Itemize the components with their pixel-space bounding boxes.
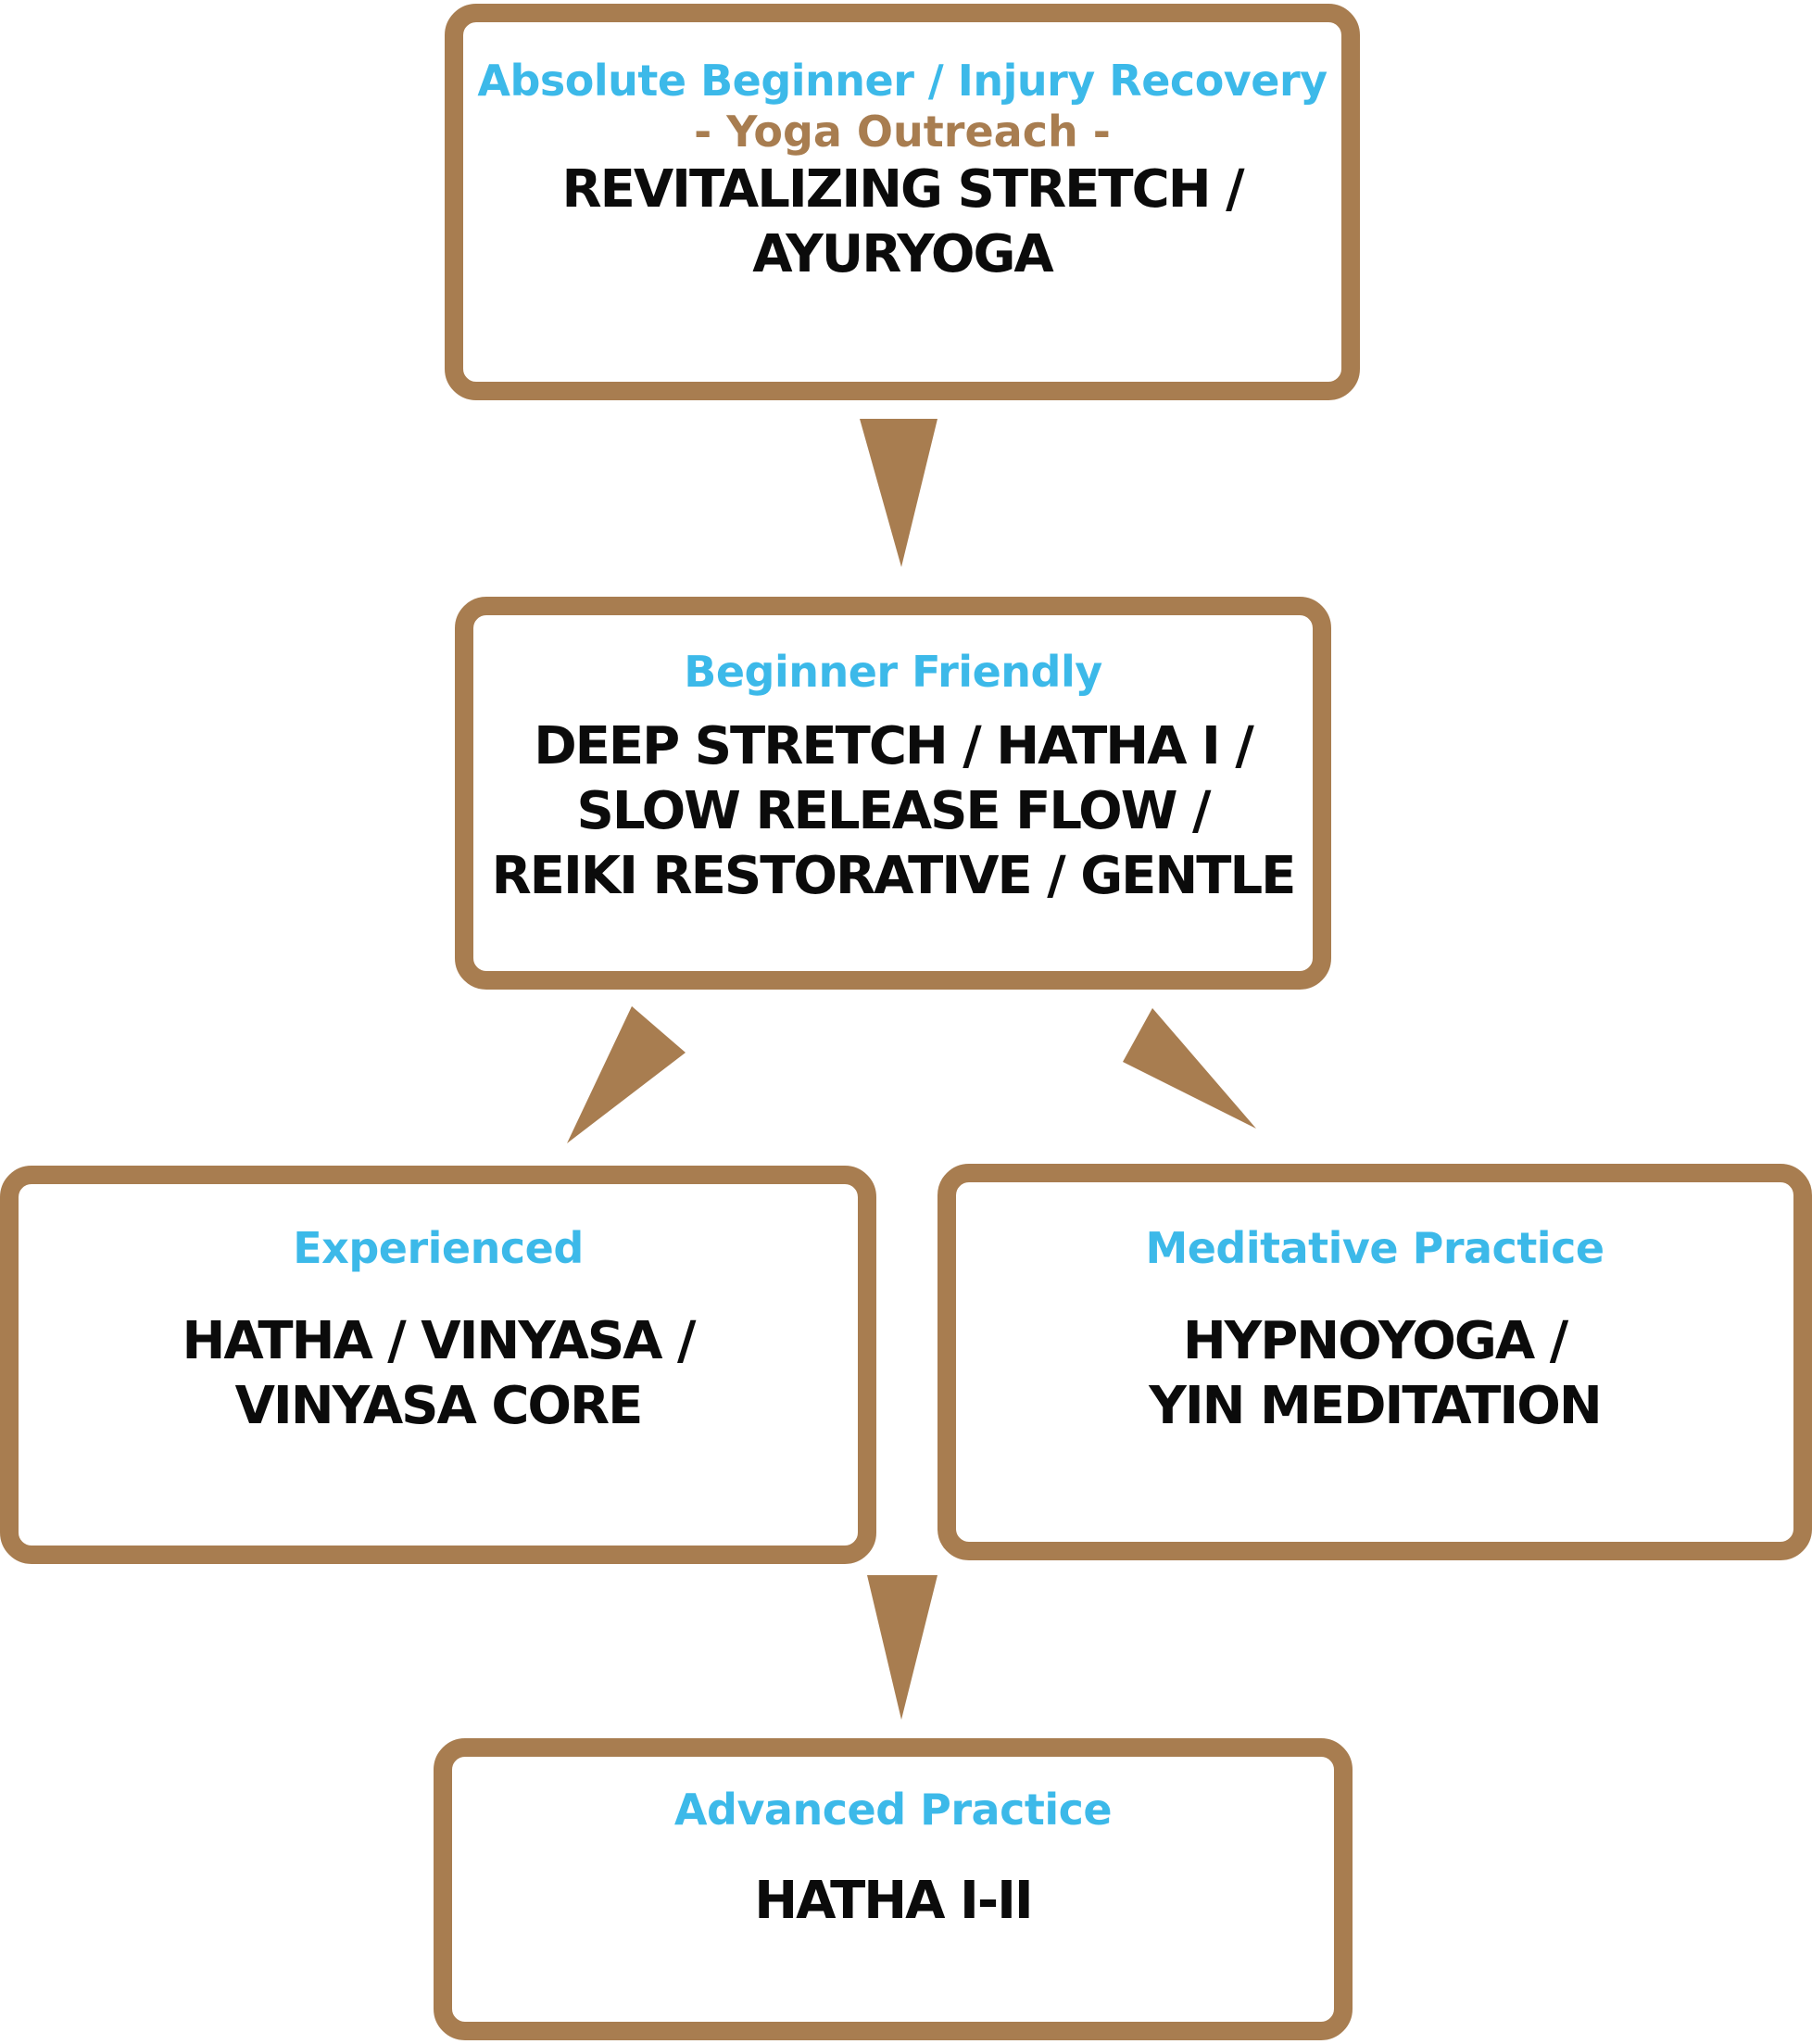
level-label: Beginner Friendly xyxy=(684,647,1102,697)
class-line: AYURYOGA xyxy=(752,224,1054,285)
class-line: HATHA I-II xyxy=(754,1871,1034,1932)
arrow-down-icon xyxy=(860,419,937,567)
class-line: SLOW RELEASE FLOW / xyxy=(576,781,1212,842)
level-subtitle: - Yoga Outreach - xyxy=(694,107,1111,158)
class-line: REIKI RESTORATIVE / GENTLE xyxy=(491,846,1297,907)
arrow-down-icon xyxy=(867,1575,937,1720)
level-label: Absolute Beginner / Injury Recovery xyxy=(477,56,1328,106)
level-box-meditative-practice: Meditative Practice HYPNOYOGA / YIN MEDI… xyxy=(937,1164,1812,1560)
class-list: HATHA I-II xyxy=(754,1869,1034,1934)
level-label: Meditative Practice xyxy=(1145,1223,1604,1273)
level-label: Experienced xyxy=(293,1223,584,1273)
class-list: DEEP STRETCH / HATHA I / SLOW RELEASE FL… xyxy=(491,714,1297,909)
class-line: DEEP STRETCH / HATHA I / xyxy=(534,716,1254,777)
level-box-absolute-beginner: Absolute Beginner / Injury Recovery - Yo… xyxy=(445,4,1360,400)
class-line: YIN MEDITATION xyxy=(1149,1376,1602,1437)
class-list: HYPNOYOGA / YIN MEDITATION xyxy=(1149,1309,1602,1439)
class-line: HYPNOYOGA / xyxy=(1182,1311,1568,1372)
level-box-experienced: Experienced HATHA / VINYASA / VINYASA CO… xyxy=(0,1166,876,1564)
class-line: VINYASA CORE xyxy=(234,1376,644,1437)
level-box-advanced-practice: Advanced Practice HATHA I-II xyxy=(434,1738,1353,2040)
class-line: REVITALIZING STRETCH / xyxy=(561,159,1244,221)
arrow-up-left-icon xyxy=(1123,1008,1256,1129)
class-list: HATHA / VINYASA / VINYASA CORE xyxy=(182,1309,697,1439)
class-line: HATHA / VINYASA / xyxy=(182,1311,697,1372)
level-box-beginner-friendly: Beginner Friendly DEEP STRETCH / HATHA I… xyxy=(455,597,1331,990)
arrow-down-left-icon xyxy=(567,1006,686,1143)
class-list: REVITALIZING STRETCH / AYURYOGA xyxy=(561,158,1244,287)
level-label: Advanced Practice xyxy=(673,1785,1113,1835)
